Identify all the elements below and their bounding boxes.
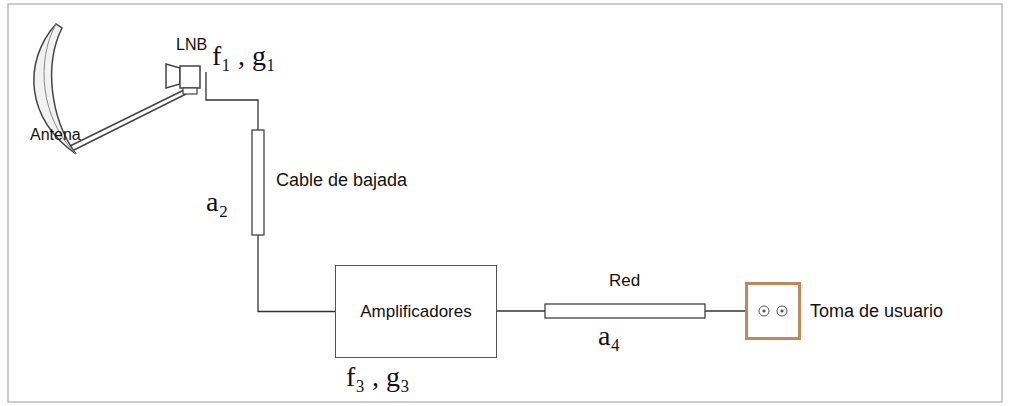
attenuation-label: a₂ bbox=[206, 186, 228, 218]
antenna-label: Antena bbox=[30, 126, 81, 144]
amplifier-parameters: f₃ , g₃ bbox=[346, 361, 410, 393]
socket bbox=[759, 306, 769, 316]
user-outlet: Toma de usuario bbox=[745, 282, 801, 340]
attenuation-label: a₄ bbox=[598, 320, 620, 352]
frame bbox=[8, 4, 1002, 402]
lnb-label: LNB bbox=[176, 36, 207, 54]
outlet-label: Toma de usuario bbox=[810, 301, 943, 322]
cable-label: Cable de bajada bbox=[276, 170, 407, 191]
amplifier-box: Amplificadoresf₃ , g₃ bbox=[335, 265, 497, 358]
outlet-sockets bbox=[748, 285, 798, 337]
socket-pin bbox=[780, 309, 783, 312]
network-label: Red bbox=[609, 271, 640, 291]
cable-line bbox=[206, 72, 335, 312]
lnb-parameters: f₁ , g₁ bbox=[212, 40, 276, 72]
cable-segment bbox=[252, 130, 264, 235]
antenna-arm bbox=[74, 94, 186, 150]
lnb-node: LNB f₁ , g₁ bbox=[176, 36, 276, 72]
lnb-connector bbox=[183, 88, 197, 94]
socket bbox=[777, 306, 787, 316]
lnb-body bbox=[180, 66, 200, 88]
amplifier-label: Amplificadores bbox=[360, 302, 472, 322]
network-cable-segment bbox=[545, 304, 705, 318]
antenna-arm bbox=[70, 90, 184, 146]
lnb-feedhorn bbox=[166, 64, 180, 88]
socket-pin bbox=[762, 309, 765, 312]
